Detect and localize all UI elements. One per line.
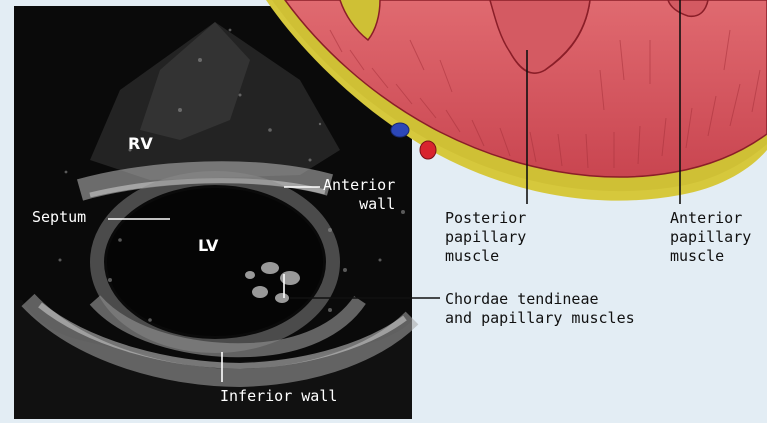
anterior-wall-label: Anterior wall [323,176,395,214]
coronary-artery [420,141,436,159]
rv-label: RV [128,134,153,153]
lv-label: LV [198,236,218,255]
anterior-papillary-label: Anterior papillary muscle [670,209,751,266]
lv-cavity [107,188,323,336]
chordae-label: Chordae tendineae and papillary muscles [445,290,635,328]
coronary-vein [391,123,409,137]
inferior-wall-label: Inferior wall [220,387,337,406]
posterior-papillary-label: Posterior papillary muscle [445,209,526,266]
septum-label: Septum [32,208,86,227]
